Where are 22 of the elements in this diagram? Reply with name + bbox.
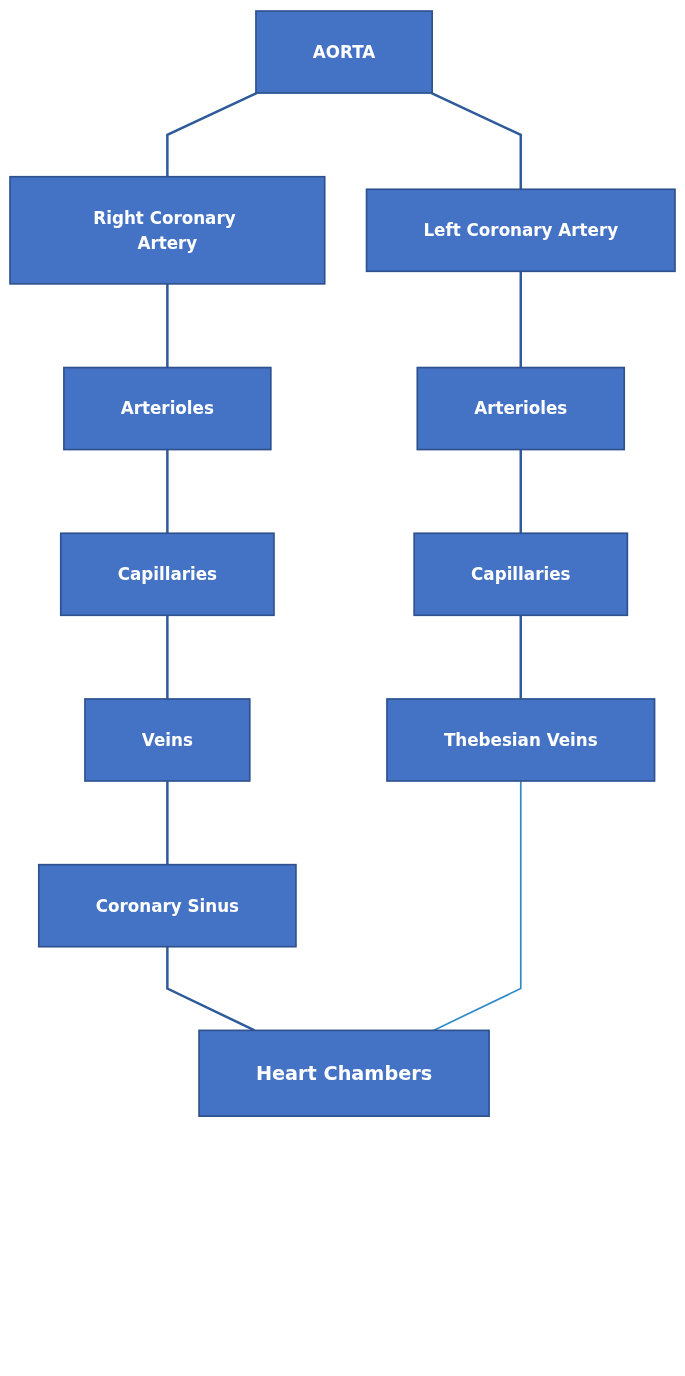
connector <box>166 946 256 1032</box>
node-box: Heart Chambers <box>198 1029 490 1117</box>
node-box: Capillaries <box>413 532 629 617</box>
connector <box>166 781 169 865</box>
connector <box>166 449 169 534</box>
node-box: Veins <box>84 698 251 782</box>
node-box: Capillaries <box>59 532 275 617</box>
connector <box>519 271 522 368</box>
node-box: AORTA <box>255 10 433 94</box>
node-box: Right Coronary Artery <box>9 175 326 285</box>
connector <box>166 615 169 699</box>
connector <box>519 615 522 699</box>
node-box: Thebesian Veins <box>386 698 656 782</box>
connector <box>166 283 169 368</box>
node-box: Arterioles <box>416 366 626 451</box>
connector <box>432 780 522 1032</box>
connector <box>431 91 522 190</box>
node-box: Coronary Sinus <box>37 863 297 948</box>
connector <box>519 449 522 534</box>
connector <box>166 91 258 177</box>
node-box: Arterioles <box>63 366 272 451</box>
node-box: Left Coronary Artery <box>365 188 676 273</box>
